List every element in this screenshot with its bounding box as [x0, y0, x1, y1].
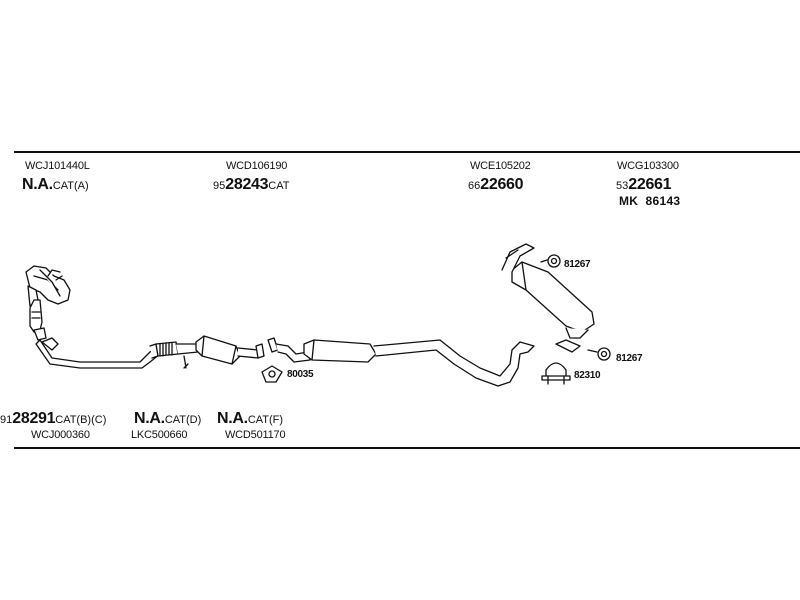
- top-part-1: N.A.CAT(A): [22, 176, 89, 193]
- front-pipe: [35, 337, 161, 369]
- rear-muffler: [501, 243, 595, 353]
- gasket-part-number: 80035: [287, 369, 314, 380]
- top-code-3: WCE105202: [470, 160, 531, 172]
- top-part-4: 5322661: [616, 176, 672, 193]
- top-part-2: 9528243CAT: [213, 176, 290, 193]
- top-divider: [14, 151, 800, 153]
- flex-pipe: [155, 341, 199, 369]
- bottom-code-1: WCJ000360: [31, 429, 90, 441]
- hanger-part-number-1: 81267: [564, 259, 591, 270]
- bottom-code-3: WCD501170: [225, 429, 286, 441]
- center-silencer: [303, 339, 535, 387]
- flange-connector: [267, 337, 311, 363]
- hanger-rubber-1: [540, 254, 561, 268]
- top-code-1: WCJ101440L: [25, 160, 90, 172]
- gasket: [261, 365, 283, 383]
- hanger-rubber-2: [587, 347, 611, 361]
- bottom-part-3: N.A.CAT(F): [217, 410, 284, 427]
- bottom-divider: [14, 447, 800, 449]
- top-code-4: WCG103300: [617, 160, 679, 172]
- catalytic-converter: [195, 335, 265, 365]
- bottom-code-2: LKC500660: [131, 429, 188, 441]
- top-part-4-extra: MK 86143: [619, 194, 681, 208]
- hanger-part-number-2: 81267: [616, 353, 643, 364]
- exhaust-manifold: [25, 265, 71, 341]
- u-clamp: [541, 362, 571, 385]
- top-code-2: WCD106190: [226, 160, 288, 172]
- bottom-part-2: N.A.CAT(D): [134, 410, 202, 427]
- clamp-part-number: 82310: [574, 370, 601, 381]
- bottom-part-1: 9128291CAT(B)(C): [0, 410, 107, 427]
- top-part-3: 6622660: [468, 176, 524, 193]
